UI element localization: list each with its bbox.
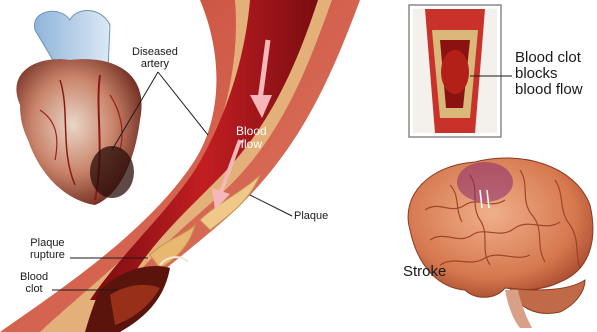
label-plaque-rupture: Plaque rupture xyxy=(30,238,65,261)
heart-illustration xyxy=(16,10,141,205)
label-diseased-artery: Diseased artery xyxy=(132,47,178,70)
inset-vessel xyxy=(409,5,512,137)
label-stroke: Stroke xyxy=(403,264,446,280)
label-blood-flow: Blood flow xyxy=(236,125,267,150)
label-blood-clot: Blood clot xyxy=(20,272,48,295)
label-plaque: Plaque xyxy=(294,211,328,223)
label-clot-blocks-flow: Blood clot blocks blood flow xyxy=(515,50,583,97)
brain-illustration xyxy=(408,158,593,328)
